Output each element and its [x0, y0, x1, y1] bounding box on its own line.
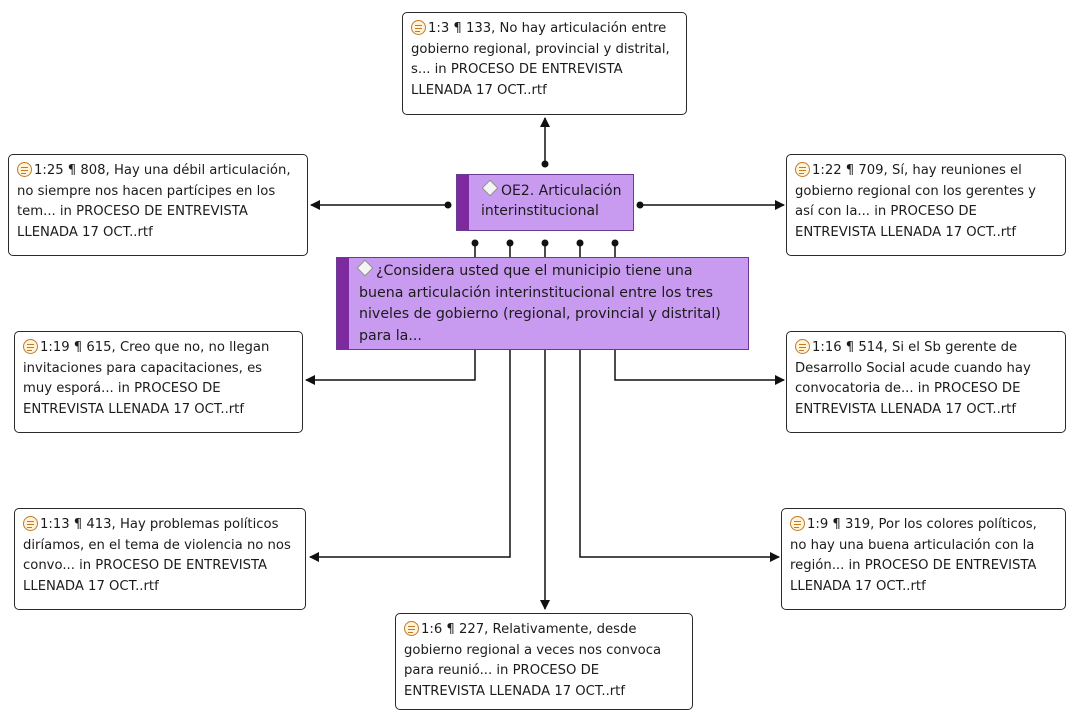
quotation-1-9[interactable]: 1:9 ¶ 319, Por los colores políticos, no…: [781, 508, 1066, 610]
quotation-1-22[interactable]: 1:22 ¶ 709, Sí, hay reuniones el gobiern…: [786, 154, 1066, 256]
quotation-1-25[interactable]: 1:25 ¶ 808, Hay una débil articulación, …: [8, 154, 308, 256]
quotation-icon: [790, 516, 805, 531]
question-node[interactable]: ¿Considera usted que el municipio tiene …: [336, 257, 749, 350]
link-dot: [444, 201, 452, 209]
code-node-oe2[interactable]: OE2. Articulación interinstitucional: [456, 174, 634, 231]
code-color-strip: [457, 175, 469, 230]
link-dot: [471, 239, 479, 247]
link-dot: [611, 239, 619, 247]
code-diamond-icon: [481, 179, 499, 197]
quotation-1-19[interactable]: 1:19 ¶ 615, Creo que no, no llegan invit…: [14, 331, 303, 433]
quotation-icon: [23, 339, 38, 354]
link-question-to-q514: [614, 350, 785, 385]
quotation-text: 1:25 ¶ 808, Hay una débil articulación, …: [17, 163, 291, 240]
quotation-icon: [411, 20, 426, 35]
quotation-1-13[interactable]: 1:13 ¶ 413, Hay problemas políticos dirí…: [14, 508, 306, 610]
question-color-strip: [337, 258, 349, 349]
link-dot: [576, 239, 584, 247]
quotation-icon: [404, 621, 419, 636]
quotation-1-3[interactable]: 1:3 ¶ 133, No hay articulación entre gob…: [402, 12, 687, 115]
quotation-text: 1:3 ¶ 133, No hay articulación entre gob…: [411, 21, 670, 98]
quotation-text: 1:16 ¶ 514, Si el Sb gerente de Desarrol…: [795, 340, 1031, 417]
link-dot: [506, 239, 514, 247]
link-dot: [541, 239, 549, 247]
quotation-icon: [795, 339, 810, 354]
quotation-1-16[interactable]: 1:16 ¶ 514, Si el Sb gerente de Desarrol…: [786, 331, 1066, 433]
quotation-text: 1:22 ¶ 709, Sí, hay reuniones el gobiern…: [795, 163, 1036, 240]
quotation-text: 1:6 ¶ 227, Relativamente, desde gobierno…: [404, 622, 662, 699]
quotation-icon: [23, 516, 38, 531]
link-dot: [636, 201, 644, 209]
quotation-icon: [795, 162, 810, 177]
quotation-text: 1:9 ¶ 319, Por los colores políticos, no…: [790, 517, 1037, 594]
code-label: OE2. Articulación interinstitucional: [481, 183, 622, 219]
link-question-to-q413: [309, 350, 511, 562]
quotation-text: 1:19 ¶ 615, Creo que no, no llegan invit…: [23, 340, 270, 417]
quotation-text: 1:13 ¶ 413, Hay problemas políticos dirí…: [23, 517, 291, 594]
question-label: ¿Considera usted que el municipio tiene …: [359, 263, 721, 344]
link-question-to-q319: [579, 350, 780, 562]
quotation-1-6[interactable]: 1:6 ¶ 227, Relativamente, desde gobierno…: [395, 613, 693, 710]
quotation-icon: [17, 162, 32, 177]
question-diamond-icon: [356, 259, 374, 277]
link-dot: [541, 160, 549, 168]
link-question-to-q615: [305, 350, 476, 385]
